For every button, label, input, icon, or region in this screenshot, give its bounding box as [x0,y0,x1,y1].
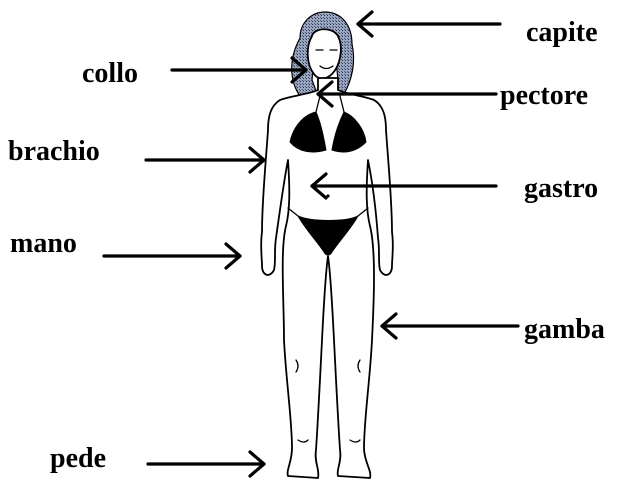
label-pectore: pectore [500,80,588,111]
label-brachio: brachio [8,136,100,167]
label-mano: mano [10,228,77,259]
label-pede: pede [50,443,106,474]
arrow-pede [148,452,264,476]
arrow-mano [104,244,240,268]
label-gastro: gastro [524,173,598,204]
label-capite: capite [526,17,598,48]
arrow-brachio [146,148,264,172]
arrow-capite [358,12,500,36]
arrow-collo [172,58,306,82]
arrow-gamba [382,314,518,338]
face [308,29,341,78]
body-outline [261,78,393,478]
woman-figure [261,12,393,478]
label-gamba: gamba [524,314,605,345]
label-collo: collo [82,58,138,89]
